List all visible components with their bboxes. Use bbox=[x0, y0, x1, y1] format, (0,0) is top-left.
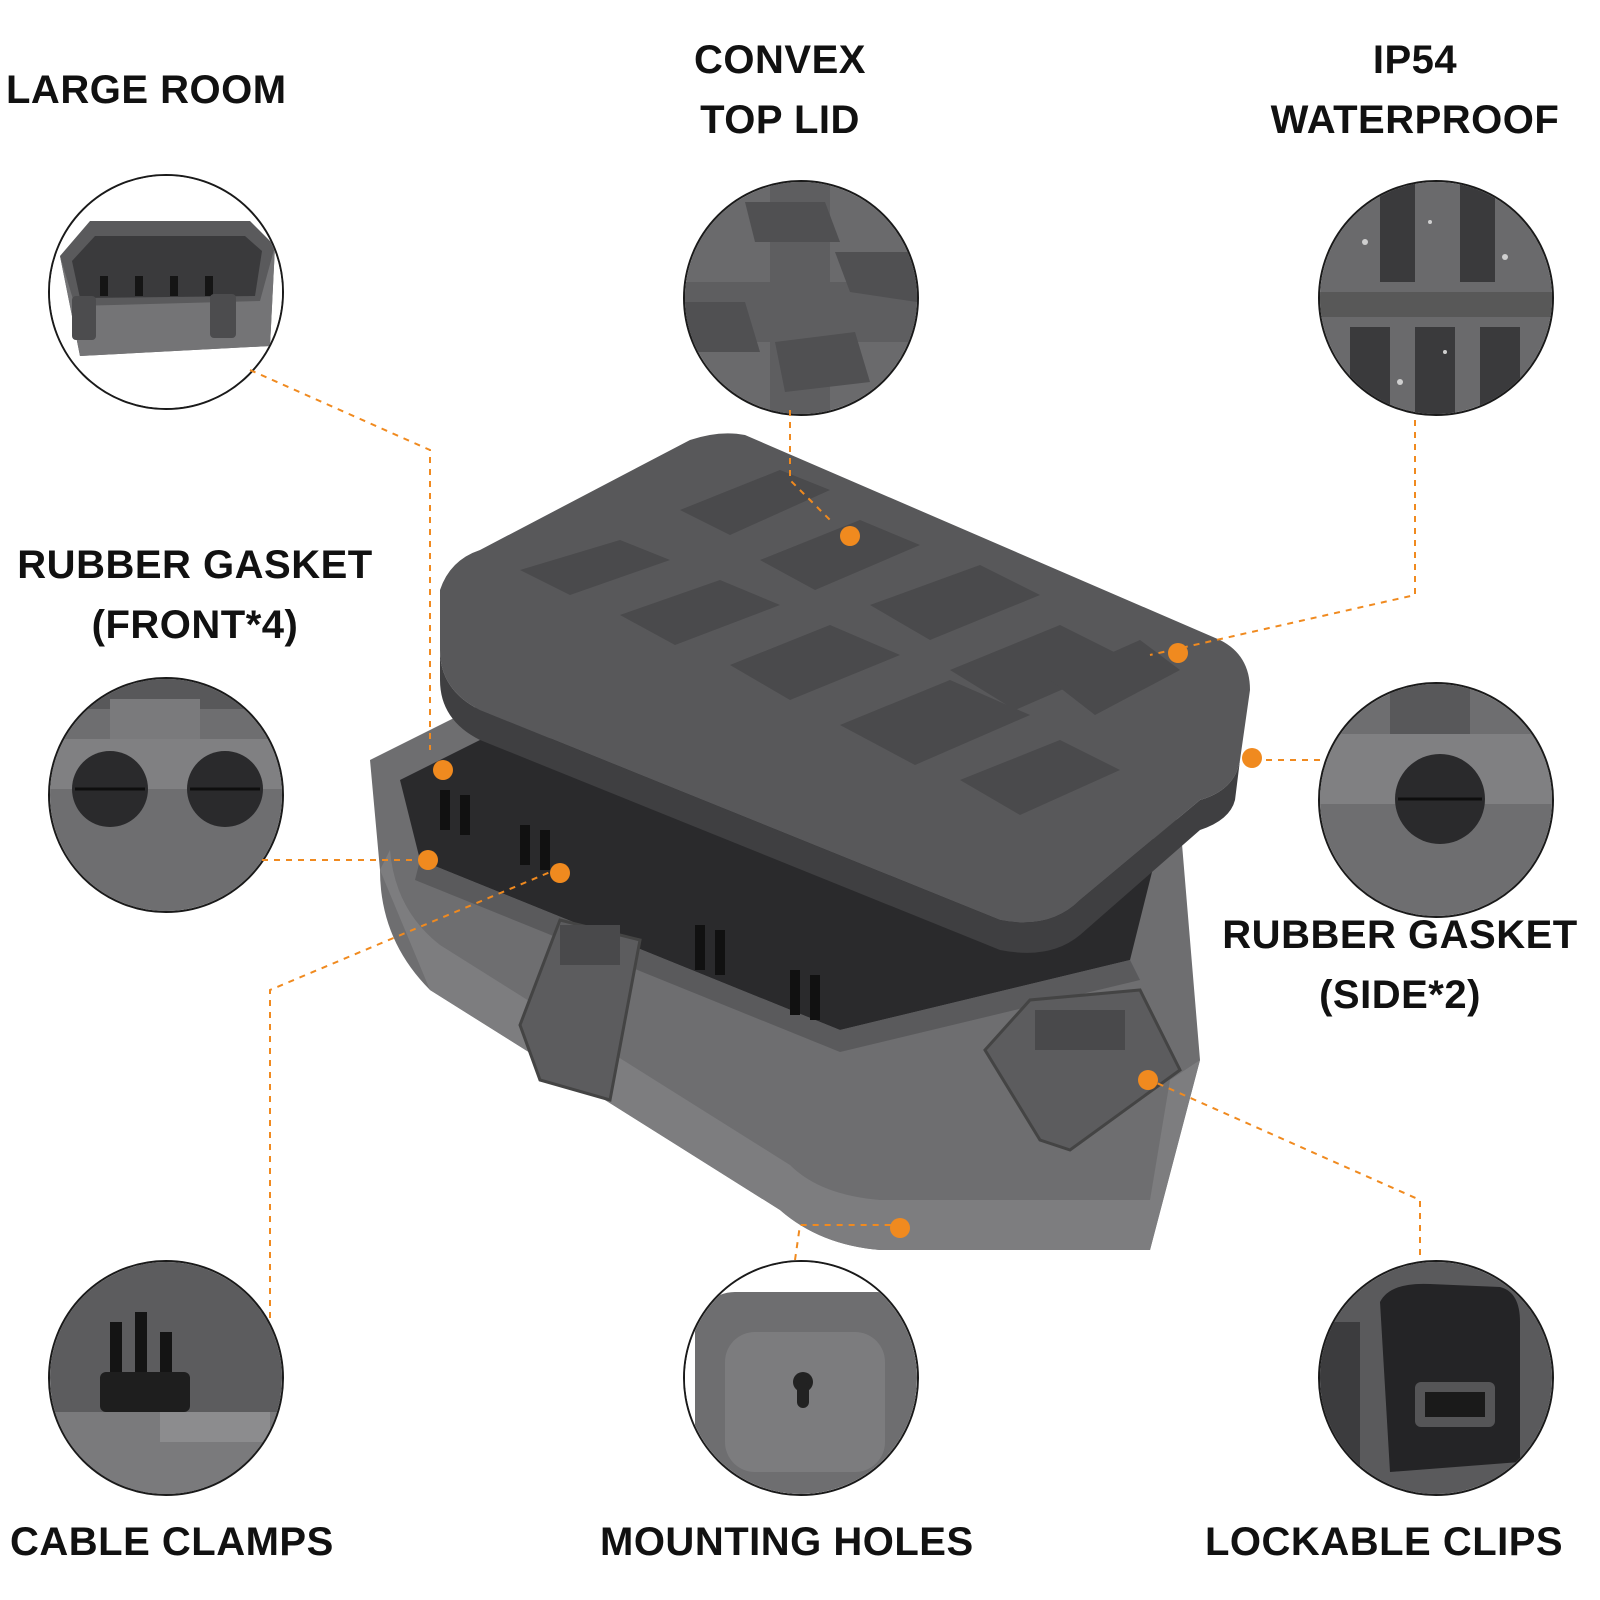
label-mounting-holes: MOUNTING HOLES bbox=[600, 1520, 974, 1564]
connector-lines bbox=[249, 369, 1421, 1318]
connector-lockable-clips bbox=[1149, 1079, 1421, 1255]
marker-dots bbox=[418, 526, 1262, 1238]
detail-ip54-waterproof bbox=[1318, 180, 1554, 416]
marker-cable-clamps bbox=[550, 863, 570, 883]
label-cable-clamps: CABLE CLAMPS bbox=[10, 1520, 334, 1564]
marker-convex-lid bbox=[840, 526, 860, 546]
marker-mounting-holes bbox=[890, 1218, 910, 1238]
side-gasket-detail-image bbox=[1320, 684, 1552, 916]
label-rubber-gasket-side: RUBBER GASKET (SIDE*2) bbox=[1222, 913, 1578, 1017]
marker-side-gasket bbox=[1242, 748, 1262, 768]
convex-lid-detail-image bbox=[685, 182, 917, 414]
box-clip-right bbox=[983, 988, 1182, 1152]
detail-cable-clamps bbox=[48, 1260, 284, 1496]
label-ip54-waterproof: IP54 WATERPROOF bbox=[1270, 38, 1560, 142]
waterproof-detail-image bbox=[1320, 182, 1552, 414]
label-convex-top-lid: CONVEX TOP LID bbox=[694, 38, 866, 142]
box-cable-clamps bbox=[440, 790, 820, 1020]
cable-clamps-detail-image bbox=[50, 1262, 282, 1494]
label-rubber-gasket-front: RUBBER GASKET (FRONT*4) bbox=[17, 543, 373, 647]
marker-lockable-clips bbox=[1138, 1070, 1158, 1090]
detail-rubber-gasket-side bbox=[1318, 682, 1554, 918]
box-lid bbox=[440, 433, 1250, 953]
connector-waterproof bbox=[1149, 420, 1416, 656]
mounting-holes-detail-image bbox=[685, 1262, 917, 1494]
connector-cable-clamps bbox=[269, 869, 556, 1318]
detail-large-room bbox=[48, 174, 284, 410]
large-room-detail-image bbox=[50, 176, 282, 408]
detail-mounting-holes bbox=[683, 1260, 919, 1496]
detail-convex-top-lid bbox=[683, 180, 919, 416]
marker-waterproof bbox=[1168, 643, 1188, 663]
label-lockable-clips: LOCKABLE CLIPS bbox=[1205, 1520, 1564, 1564]
box-clip-left bbox=[518, 918, 642, 1102]
connector-large-room bbox=[249, 369, 431, 750]
marker-front-gasket bbox=[418, 850, 438, 870]
label-large-room: LARGE ROOM bbox=[6, 68, 287, 112]
marker-large-room bbox=[433, 760, 453, 780]
